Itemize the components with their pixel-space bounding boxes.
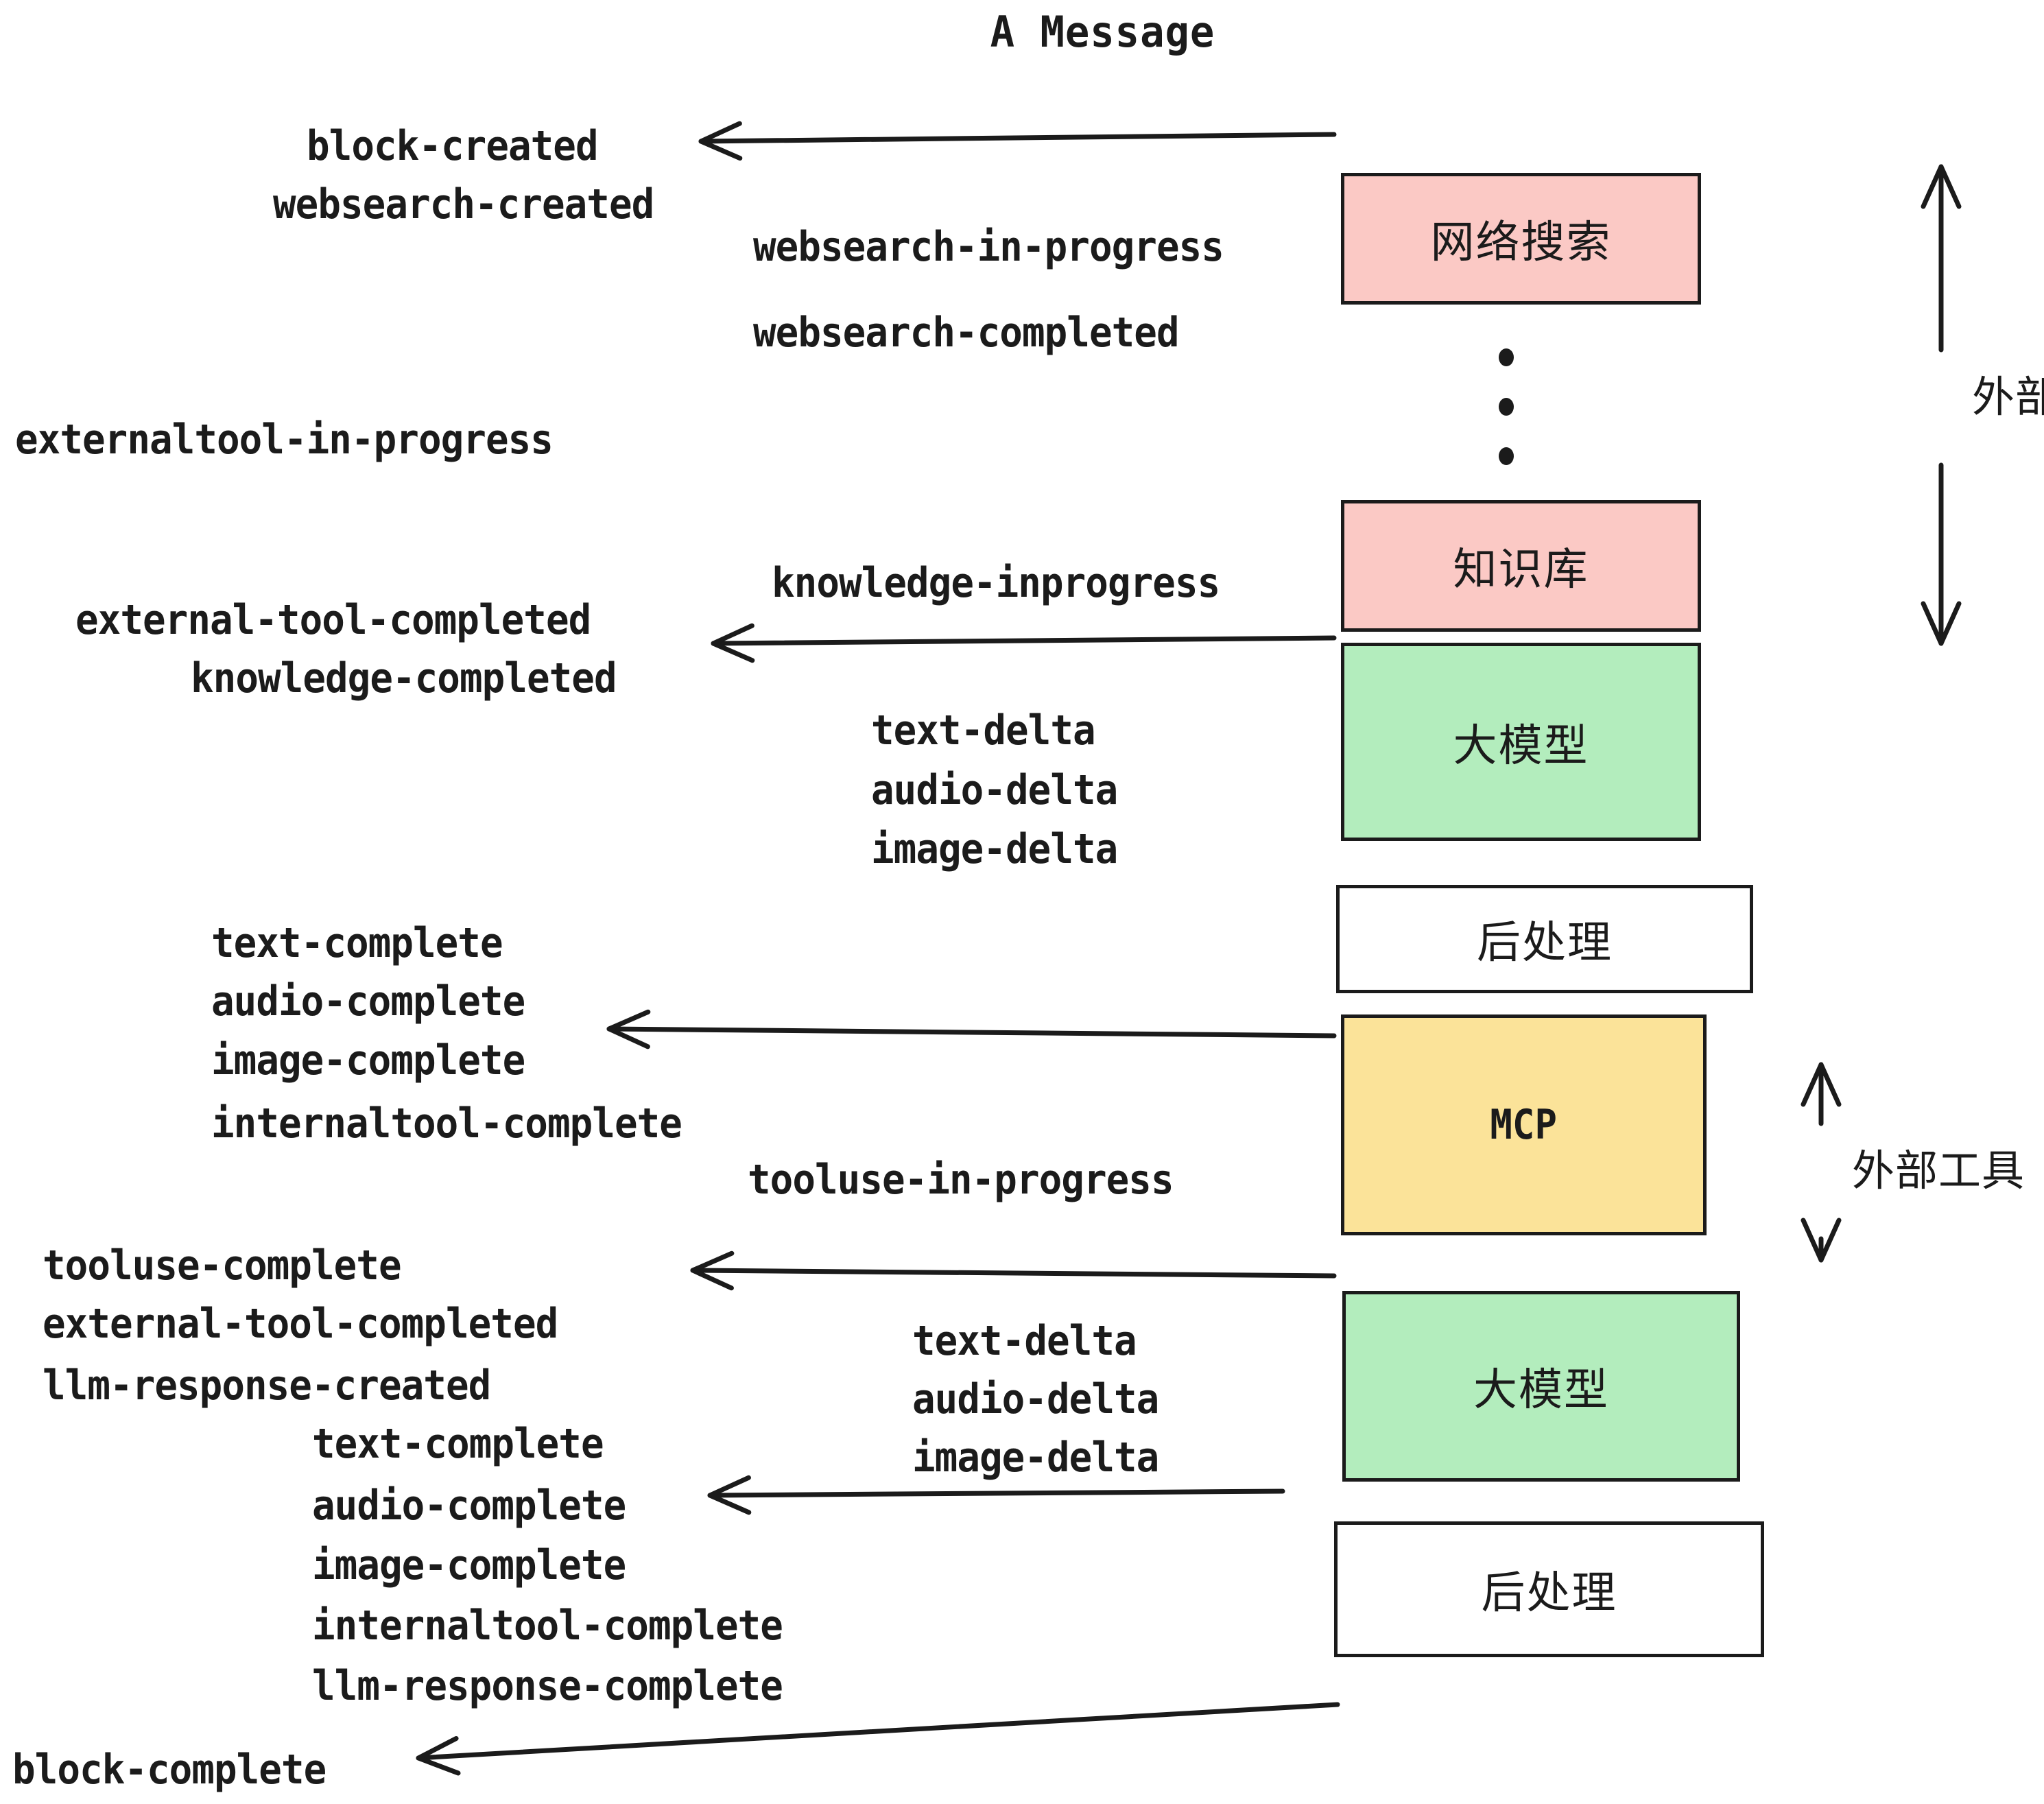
node-box-post1[interactable]: 后处理 [1336, 885, 1753, 993]
node-box-label: 大模型 [1473, 1365, 1609, 1416]
node-box-label: 后处理 [1481, 1568, 1617, 1619]
node-box-post2[interactable]: 后处理 [1334, 1521, 1764, 1657]
event-label-image-delta: image-delta [912, 1434, 1159, 1482]
node-box-websearch[interactable]: 网络搜索 [1341, 173, 1701, 305]
event-label-tooluse-complete: tooluse-complete [43, 1242, 402, 1290]
event-label-block-complete: block-complete [12, 1746, 326, 1794]
node-box-label: 大模型 [1453, 720, 1589, 772]
event-label-image-complete: image-complete [211, 1036, 525, 1084]
event-label-websearch-created: websearch-created [273, 180, 654, 228]
event-label-text-delta: text-delta [912, 1317, 1137, 1365]
node-box-label: 后处理 [1477, 918, 1613, 969]
arrow-tooluse-complete [690, 1250, 1337, 1291]
node-box-knowledge[interactable]: 知识库 [1341, 500, 1701, 632]
bracket-label-external-tools-top: 外部工具 [1972, 372, 2044, 422]
event-label-llm-response-complete: llm-response-complete [312, 1662, 783, 1710]
event-label-text-complete: text-complete [211, 919, 503, 967]
event-label-block-created: block-created [307, 122, 599, 170]
arrow-block-complete [416, 1702, 1340, 1776]
arrow-audio-complete [707, 1475, 1285, 1515]
ellipsis-dot [1499, 447, 1514, 465]
node-box-label: 网络搜索 [1430, 217, 1612, 268]
bracket-label-external-tools-bottom: 外部工具 [1852, 1146, 2025, 1196]
event-label-audio-delta: audio-delta [912, 1375, 1159, 1423]
event-label-external-tool-completed: external-tool-completed [43, 1300, 558, 1348]
event-label-websearch-completed: websearch-completed [753, 309, 1180, 357]
external-tools-top-down-arrow [1921, 462, 1962, 646]
arrow-knowledge-done [711, 623, 1337, 663]
event-label-tooluse-in-progress: tooluse-in-progress [748, 1156, 1174, 1204]
ellipsis-dot [1499, 348, 1514, 366]
external-tools-bottom-down-arrow [1801, 1218, 1842, 1263]
event-label-text-delta: text-delta [871, 707, 1096, 755]
node-box-llm2[interactable]: 大模型 [1342, 1291, 1740, 1482]
event-label-internaltool-complete: internaltool-complete [312, 1602, 783, 1650]
page-title: A Message [990, 7, 1215, 57]
event-label-websearch-in-progress: websearch-in-progress [753, 223, 1224, 271]
event-label-text-complete: text-complete [312, 1420, 604, 1468]
external-tools-top-up-arrow [1921, 164, 1962, 353]
node-box-llm1[interactable]: 大模型 [1341, 643, 1701, 841]
event-label-image-delta: image-delta [871, 825, 1118, 873]
arrow-block-created [698, 121, 1337, 161]
node-box-label: 知识库 [1453, 545, 1589, 595]
ellipsis-dot [1499, 398, 1514, 416]
external-tools-bottom-up-arrow [1801, 1062, 1842, 1126]
event-label-image-complete: image-complete [312, 1541, 626, 1589]
event-label-knowledge-completed: knowledge-completed [191, 654, 617, 702]
node-box-mcp[interactable]: MCP [1341, 1014, 1707, 1235]
node-box-label: MCP [1490, 1101, 1558, 1149]
event-label-externaltool-in-progress: externaltool-in-progress [15, 416, 554, 464]
event-label-audio-delta: audio-delta [871, 766, 1118, 814]
event-label-external-tool-completed: external-tool-completed [75, 596, 591, 644]
event-label-internaltool-complete: internaltool-complete [211, 1100, 682, 1148]
event-label-knowledge-inprogress: knowledge-inprogress [772, 559, 1220, 607]
event-label-audio-complete: audio-complete [312, 1482, 626, 1530]
arrow-image-complete [606, 1009, 1337, 1049]
event-label-audio-complete: audio-complete [211, 977, 525, 1025]
event-label-llm-response-created: llm-response-created [43, 1362, 491, 1410]
